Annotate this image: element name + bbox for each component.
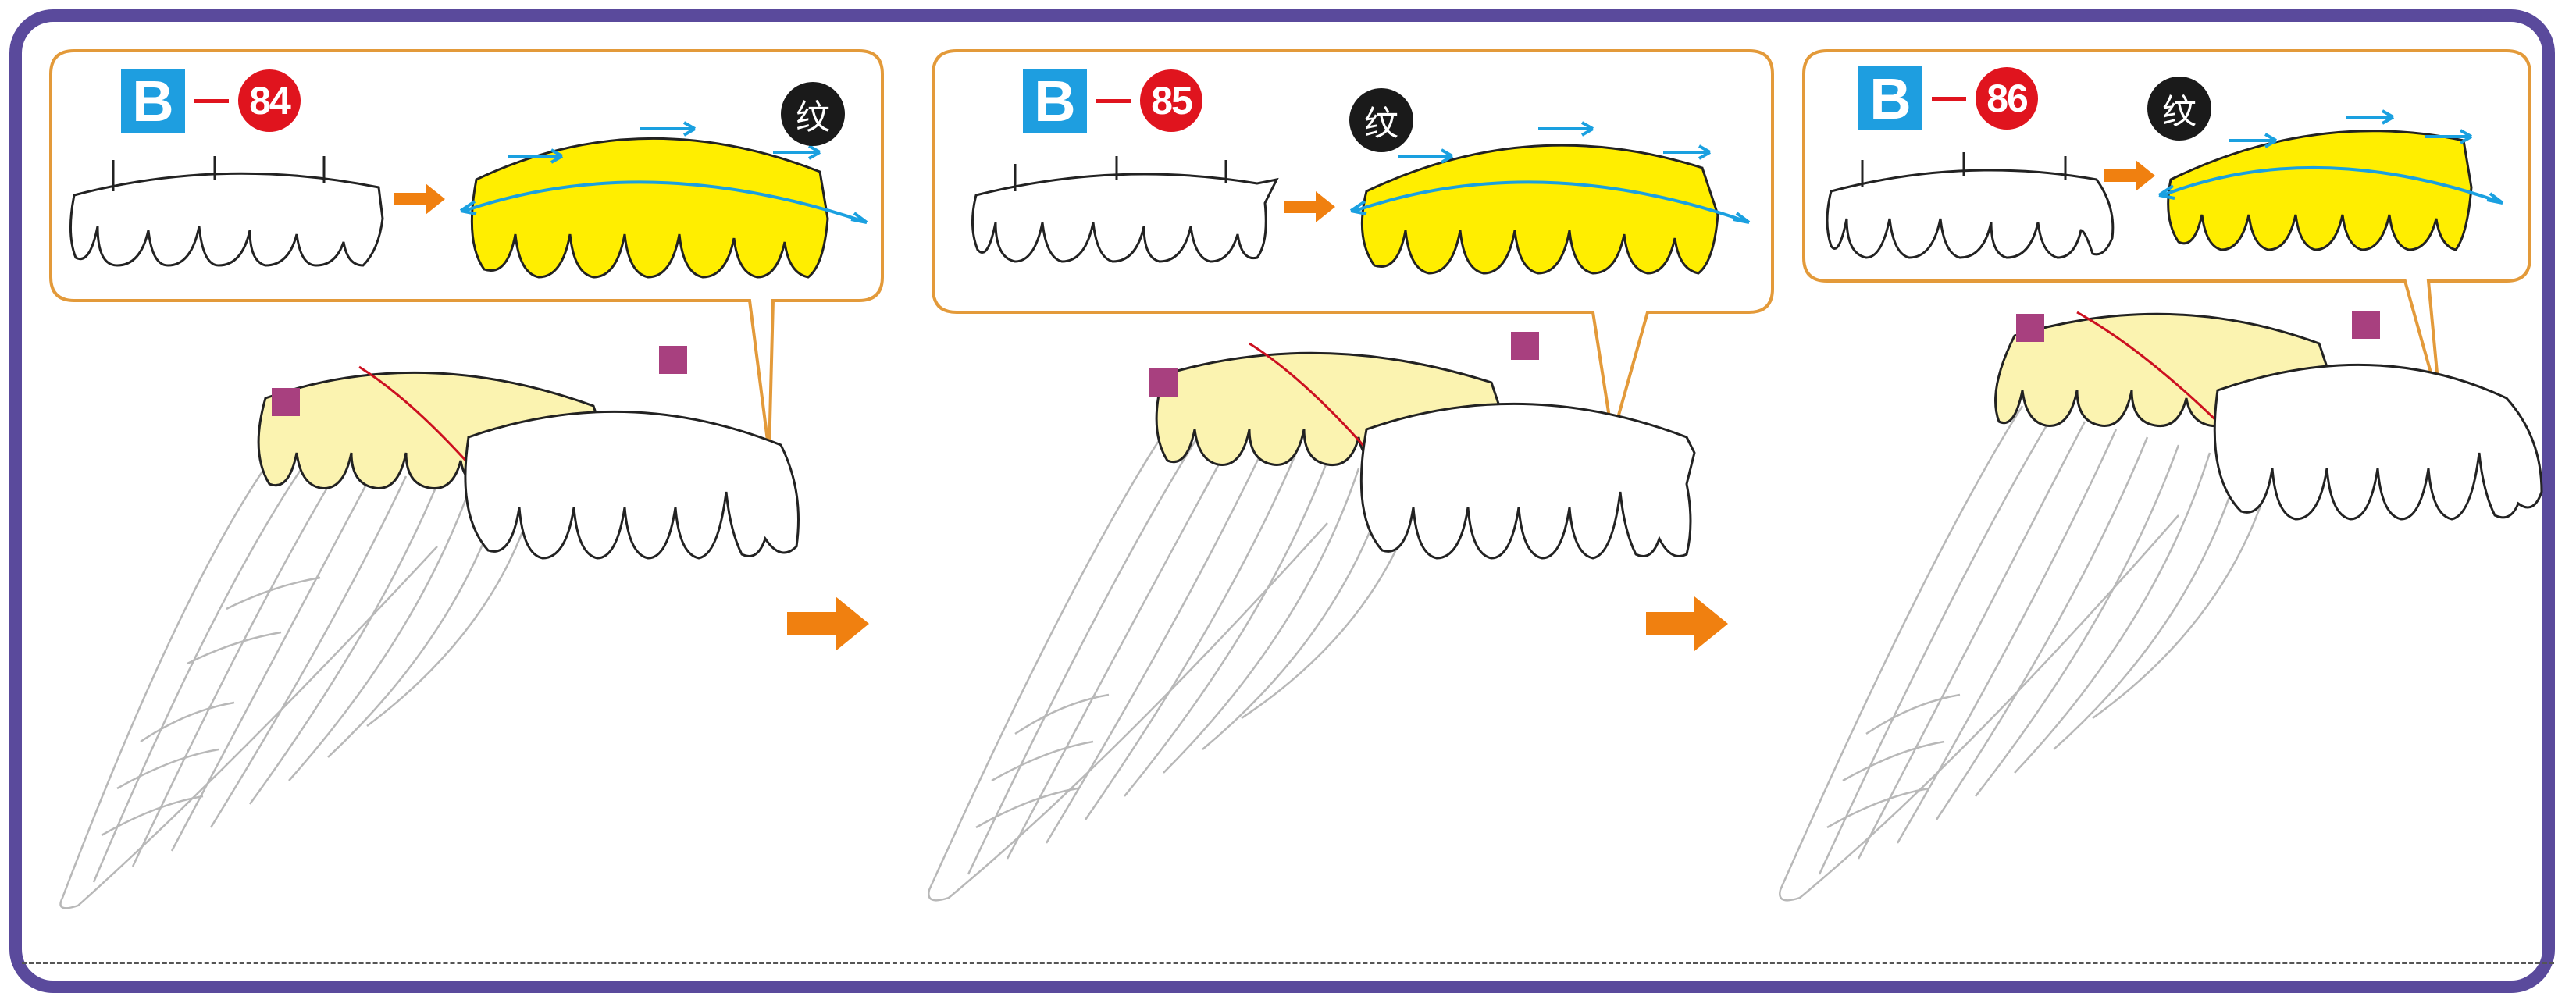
feather-outline-piece (1826, 152, 2115, 259)
step-arrow-icon (394, 183, 445, 215)
placement-marker-icon (2016, 314, 2044, 342)
step-label: B 84 (121, 69, 301, 133)
dashed-divider (22, 962, 2554, 964)
step-arrow-icon (2104, 160, 2155, 191)
step-arrow-icon (1284, 191, 1335, 222)
feather-yellow-piece (459, 121, 868, 279)
wing-assembly-drawing (1779, 311, 2543, 902)
wing-assembly-drawing (59, 365, 800, 909)
step-arrow-icon (787, 596, 869, 651)
label-dash (1096, 98, 1131, 103)
step-label: B 86 (1858, 66, 2038, 131)
feather-outline-piece (971, 156, 1279, 263)
texture-circle-icon: 纹 (1349, 88, 1413, 152)
texture-circle-icon: 纹 (781, 82, 845, 146)
part-letter-badge: B (121, 69, 185, 133)
label-dash (194, 98, 229, 103)
placement-marker-icon (1511, 332, 1539, 360)
part-letter-badge: B (1858, 66, 1922, 131)
placement-marker-icon (659, 346, 687, 374)
wing-assembly-drawing (928, 342, 1696, 902)
part-number-badge: 85 (1140, 69, 1202, 132)
feather-yellow-piece (1349, 121, 1751, 275)
part-letter-badge: B (1023, 69, 1087, 133)
placement-marker-icon (2352, 311, 2380, 339)
placement-marker-icon (272, 388, 300, 416)
part-number-badge: 84 (238, 69, 301, 132)
feather-yellow-piece (2157, 109, 2504, 251)
label-dash (1932, 96, 1966, 101)
step-panel-86: B 86 纹 (1779, 0, 2561, 937)
step-arrow-icon (1646, 596, 1728, 651)
part-number-badge: 86 (1976, 67, 2038, 130)
step-panel-85: B 85 纹 (898, 0, 1774, 937)
texture-circle-icon: 纹 (2147, 77, 2211, 141)
placement-marker-icon (1149, 368, 1178, 397)
step-label: B 85 (1023, 69, 1202, 133)
step-panel-84: B 84 纹 (0, 0, 884, 937)
feather-outline-piece (69, 156, 384, 267)
